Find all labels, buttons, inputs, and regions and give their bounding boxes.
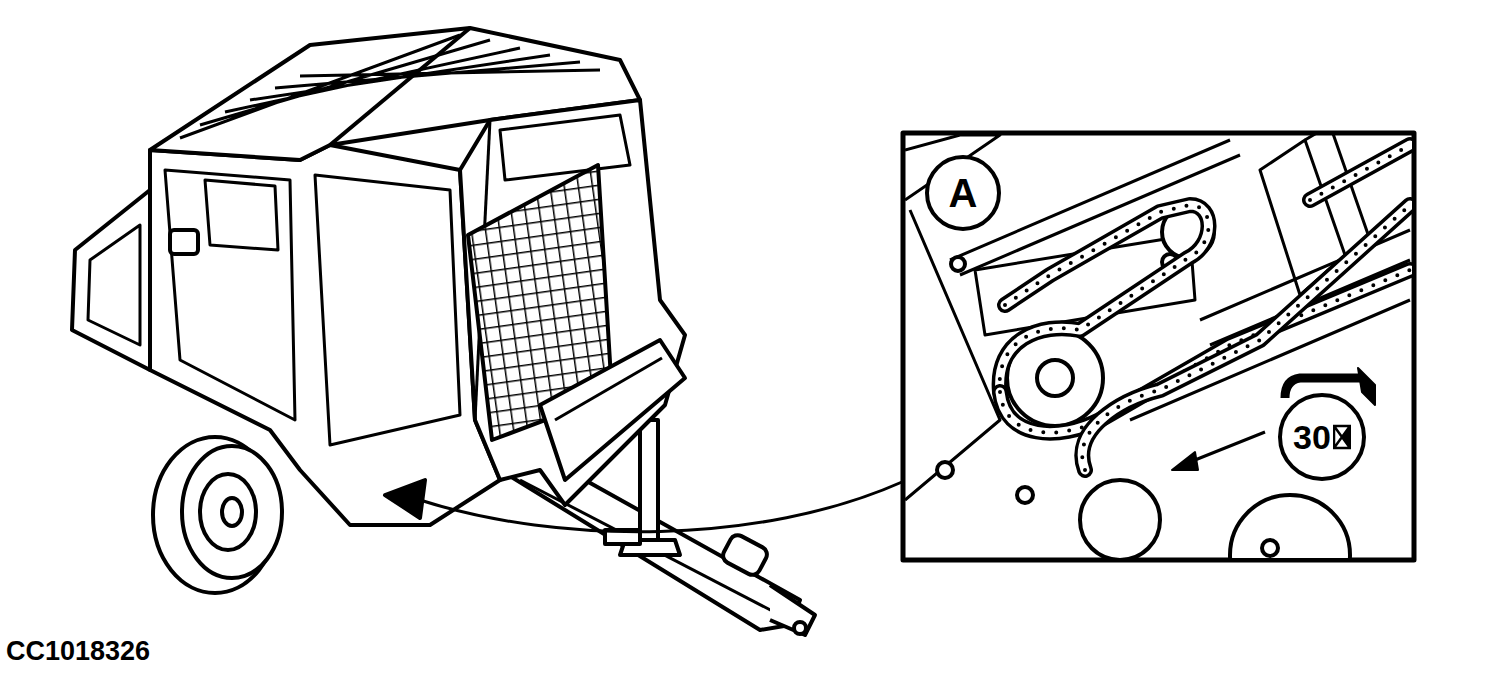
callout-circle: A: [925, 155, 1001, 231]
figure-code: CC1018326: [6, 636, 150, 667]
torque-circle: 30: [1278, 393, 1366, 481]
torque-symbol: [1333, 424, 1351, 450]
callout-text: A: [949, 173, 978, 213]
callout-text: 30: [1293, 420, 1331, 454]
